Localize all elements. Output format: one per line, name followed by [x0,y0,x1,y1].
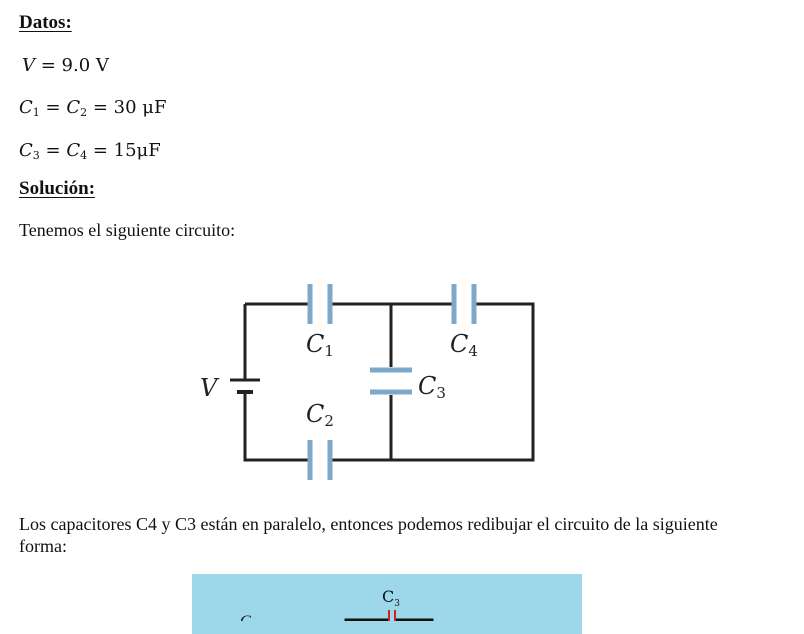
intro-paragraph: Tenemos el siguiente circuito: [19,220,236,240]
c2-symbol: C [66,97,81,118]
c1-subscript: 1 [32,106,40,119]
redraw-c3-label: C3 [382,587,400,610]
capacitor-c4-symbol [451,284,477,324]
c2-label: C2 [306,400,334,430]
redraw-capacitor-c3-symbol [388,610,396,621]
c2-subscript: 2 [80,106,88,119]
equation-voltage: V = 9.0 V [22,55,109,76]
capacitor-c3-symbol [370,367,412,395]
circuit-diagram: V C1 C4 C3 C2 [200,284,535,480]
wire-bottom-left [243,393,308,462]
c1-symbol: C [19,97,33,118]
voltage-symbol: V [22,55,35,76]
c3-label: C3 [418,372,446,402]
c12-equals: = [39,97,67,118]
datos-heading: Datos: [19,12,72,33]
battery-symbol [230,378,260,394]
solucion-heading: Solución: [19,178,96,199]
equation-c3-c4: C3 = C4 = 15μF [19,140,161,162]
c4-symbol: C [66,140,81,161]
c1-label: C1 [306,330,334,360]
wire-right-bottom [332,302,535,462]
voltage-value: = 9.0 V [40,55,109,76]
c34-equals: = [39,140,67,161]
source-label: V [200,374,220,402]
c4-subscript: 4 [80,149,88,162]
capacitor-c2-symbol [307,440,333,480]
c12-value: = 30 μF [87,97,167,118]
redraw-partial-label: C [240,613,251,621]
circuit-wires [243,302,535,462]
c4-label: C4 [450,330,478,360]
c34-value: = 15μF [87,140,161,161]
parallel-paragraph: Los capacitores C4 y C3 están en paralel… [19,514,718,556]
equation-c1-c2: C1 = C2 = 30 μF [19,97,166,119]
c3-symbol: C [19,140,33,161]
c3-subscript: 3 [32,149,40,162]
capacitor-c1-symbol [307,284,333,324]
